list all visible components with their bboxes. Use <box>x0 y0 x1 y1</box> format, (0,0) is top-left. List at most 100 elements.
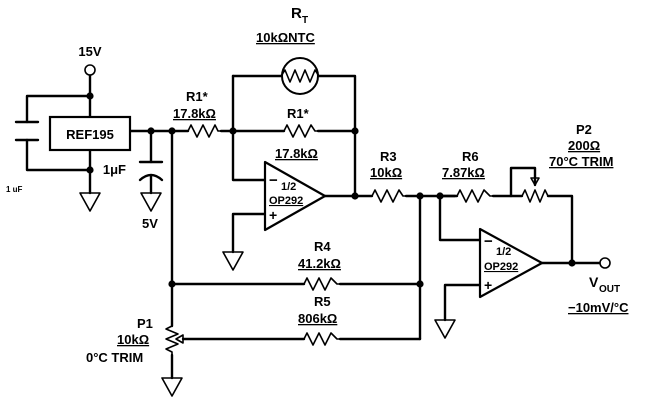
rt-ref-subscript: T <box>302 15 308 26</box>
junction-dot <box>351 192 359 200</box>
rt-value: 10kΩNTC <box>256 30 315 45</box>
junction-dot <box>86 92 94 100</box>
potentiometer-icon <box>521 189 549 203</box>
ground-icon <box>161 377 183 397</box>
output: V OUT −10mV/°C <box>568 257 629 315</box>
potentiometer-p1: P1 10kΩ 0°C TRIM <box>86 316 184 365</box>
r5-ref: R5 <box>314 294 331 309</box>
resistor-r1-input: R1* 17.8kΩ <box>173 89 222 138</box>
wire-cin-top <box>25 94 92 124</box>
p1-note: 0°C TRIM <box>86 350 143 365</box>
opamp2-half: 1/2 <box>496 246 511 258</box>
wire-rt-right <box>317 74 357 198</box>
opamp-2: − + 1/2 OP292 <box>478 227 544 299</box>
r1-feedback-value: 17.8kΩ <box>275 146 318 161</box>
wires <box>25 73 602 380</box>
ref-output-voltage-label: 5V <box>142 216 158 231</box>
ground-icon <box>222 251 244 271</box>
wiper-arrow-icon <box>175 334 184 344</box>
junction-dot <box>416 280 424 288</box>
p2-note: 70°C TRIM <box>549 154 613 169</box>
r6-value: 7.87kΩ <box>442 165 485 180</box>
ref195-label: REF195 <box>66 127 114 142</box>
r5-value: 806kΩ <box>298 311 337 326</box>
junction-dot <box>168 280 176 288</box>
opamp1-half: 1/2 <box>281 181 296 193</box>
resistor-r3: R3 10kΩ <box>370 149 407 203</box>
resistor-icon <box>371 189 407 203</box>
resistor-icon <box>303 332 341 346</box>
wire-cin-bottom <box>25 138 92 172</box>
ref195-box <box>48 115 132 152</box>
junction-dot <box>436 192 444 200</box>
cap-input: 1 uF <box>6 120 40 194</box>
junction-dot <box>147 127 155 135</box>
resistor-r1-feedback: R1* 17.8kΩ <box>275 106 319 161</box>
opamp2-name: OP292 <box>484 261 518 273</box>
opamp1-name: OP292 <box>269 195 303 207</box>
resistor-icon <box>456 189 494 203</box>
junction-dot <box>351 127 359 135</box>
vout-subscript: OUT <box>599 284 620 295</box>
junction-dot <box>229 127 237 135</box>
opamp1-plus: + <box>269 207 277 223</box>
opamp1-minus: − <box>269 172 278 189</box>
p1-ref: P1 <box>137 316 153 331</box>
ref195: REF195 <box>48 115 132 152</box>
r4-ref: R4 <box>314 239 331 254</box>
opamp2-plus: + <box>484 277 492 293</box>
junction-dot <box>416 192 424 200</box>
resistor-icon <box>187 124 222 138</box>
vout-scale: −10mV/°C <box>568 300 629 315</box>
junction-dot <box>86 166 94 174</box>
resistor-r6: R6 7.87kΩ <box>442 149 494 203</box>
wire-inv-node1 <box>231 74 267 182</box>
thermistor-rt: R T 10kΩNTC <box>256 5 320 95</box>
thermistor-icon <box>281 57 319 95</box>
junction-dot <box>568 259 576 267</box>
supply-label: 15V <box>78 44 101 59</box>
r1-input-value: 17.8kΩ <box>173 106 216 121</box>
p2-value: 200Ω <box>568 138 600 153</box>
r4-value: 41.2kΩ <box>298 256 341 271</box>
junctions <box>86 92 576 288</box>
r1-feedback-ref: R1* <box>287 106 310 121</box>
vout-label: V <box>589 274 599 290</box>
cap-input-label: 1 uF <box>6 185 23 194</box>
cap-output: 1μF 5V <box>103 160 164 231</box>
opamp-triangle-icon <box>263 160 327 232</box>
wire-p2-wiper <box>509 166 537 198</box>
resistor-icon <box>283 124 319 138</box>
thermistor-resistor-icon <box>280 69 320 83</box>
potentiometer-p2: P2 200Ω 70°C TRIM <box>521 122 613 203</box>
p1-value: 10kΩ <box>117 332 149 347</box>
supply-terminal: 15V <box>78 44 102 76</box>
potentiometer-icon <box>165 325 179 356</box>
rt-ref: R <box>291 5 302 22</box>
wire-op1-plus <box>231 212 267 254</box>
resistor-r5: R5 806kΩ <box>298 294 341 346</box>
opamp-triangle-icon <box>478 227 544 299</box>
r1-input-ref: R1* <box>186 89 209 104</box>
r6-ref: R6 <box>462 149 479 164</box>
wire-inv-node2 <box>438 194 482 242</box>
opamp-1: − + 1/2 OP292 <box>263 160 327 232</box>
wire-p2-right <box>546 194 574 265</box>
capacitor-curved-plate-icon <box>138 173 164 182</box>
supply-terminal-icon <box>84 64 96 76</box>
opamp2-minus: − <box>484 233 493 250</box>
r3-value: 10kΩ <box>370 165 402 180</box>
cap-output-label: 1μF <box>103 162 126 177</box>
ground-icon <box>434 319 456 339</box>
output-terminal-icon <box>599 257 611 269</box>
wire-op2-plus <box>443 283 482 322</box>
resistor-icon <box>303 277 341 291</box>
ground-icon <box>140 192 162 212</box>
junction-dot <box>168 127 176 135</box>
p2-ref: P2 <box>576 122 592 137</box>
r3-ref: R3 <box>380 149 397 164</box>
ground-icon <box>79 192 101 212</box>
resistor-r4: R4 41.2kΩ <box>298 239 341 291</box>
grounds <box>79 192 456 397</box>
